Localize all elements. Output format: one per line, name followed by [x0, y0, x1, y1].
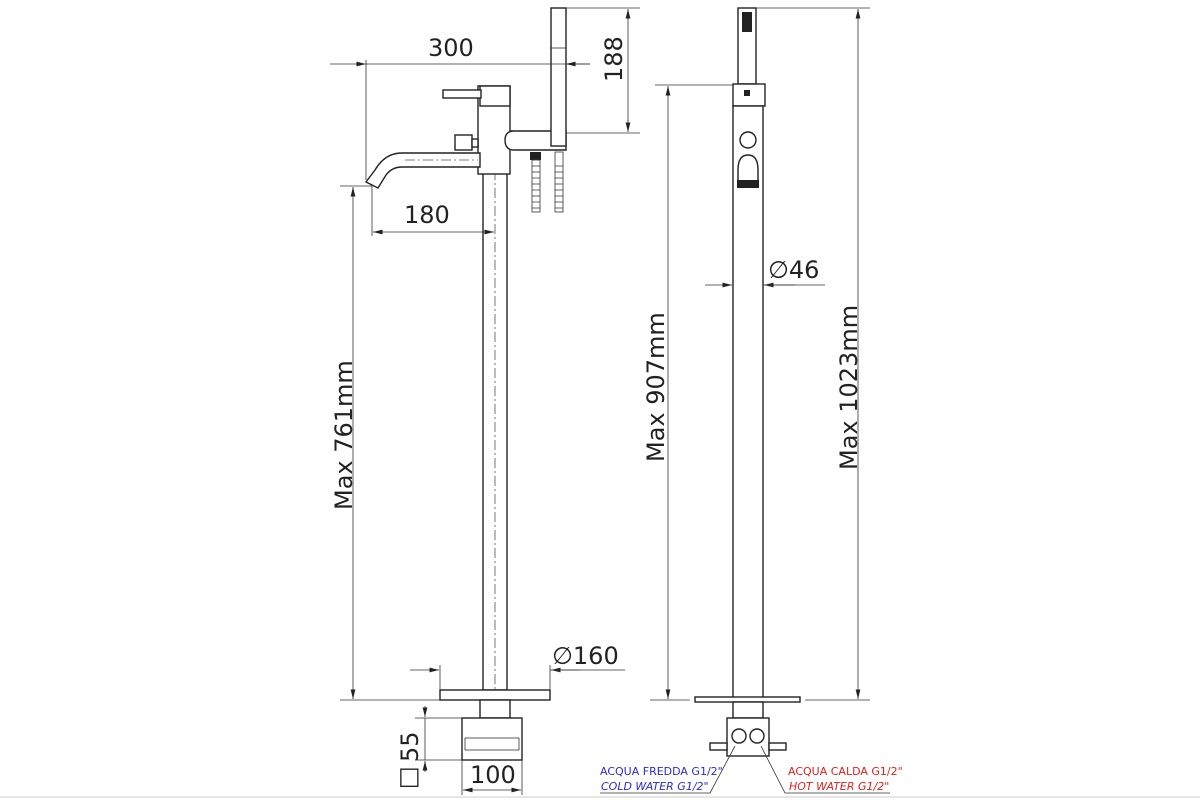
- svg-text:∅46: ∅46: [768, 256, 819, 284]
- lever: [442, 89, 482, 99]
- base-box: [461, 717, 523, 761]
- square-symbol: □: [398, 762, 421, 790]
- diverter-front: [739, 131, 757, 149]
- hot-inlet: [749, 728, 765, 744]
- hot-water-label-it: ACQUA CALDA G1/2": [788, 765, 903, 778]
- spout-front: [737, 154, 759, 185]
- spout: [364, 152, 481, 189]
- hose-left: [531, 159, 541, 213]
- dim-spout-projection: 180: [404, 201, 450, 229]
- cold-water-label-it: ACQUA FREDDA G1/2": [600, 765, 723, 778]
- dim-column-diameter: 46: [789, 256, 820, 284]
- cold-inlet: [731, 728, 747, 744]
- dim-max-spout-height: Max 761mm: [330, 360, 358, 510]
- dim-base-box-width: 100: [470, 761, 516, 789]
- diverter-knob: [454, 134, 473, 151]
- diameter-symbol: ∅: [768, 256, 789, 284]
- diameter-symbol: ∅: [552, 642, 573, 670]
- dim-base-diameter: 160: [573, 642, 619, 670]
- dim-hand-shower-height: 188: [600, 36, 628, 82]
- front-view: ∅46 Max 907mm Max 1023mm ACQUA FREDDA G1…: [600, 7, 903, 794]
- base-plate: [439, 689, 551, 701]
- dim-max-body-height: Max 907mm: [642, 312, 670, 462]
- dim-overall-width: 300: [428, 34, 474, 62]
- column-front: [732, 105, 764, 701]
- hand-shower: [550, 7, 567, 147]
- dim-base-box-height: 55: [396, 731, 424, 762]
- svg-text:∅160: ∅160: [552, 642, 619, 670]
- dim-max-total-height: Max 1023mm: [835, 305, 863, 470]
- hose-nut: [530, 152, 541, 160]
- side-view: 300 188 180 Max 761mm ∅160 55: [330, 7, 640, 795]
- base-plate-front: [694, 696, 801, 703]
- hot-water-label-en: HOT WATER G1/2": [789, 780, 889, 793]
- cold-water-label-en: COLD WATER G1/2": [601, 780, 709, 793]
- hose-right: [554, 151, 564, 213]
- lever-cap: [479, 85, 511, 107]
